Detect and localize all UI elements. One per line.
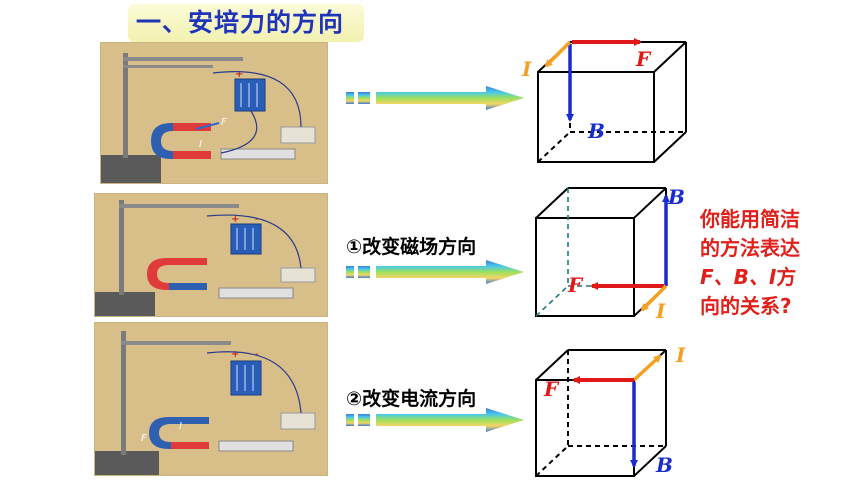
battery-plus-2: +	[231, 214, 239, 225]
question-line-3: F、B、I方	[700, 263, 830, 292]
cube3-label-F: F	[543, 377, 560, 401]
question-line-4: 向的关系?	[700, 294, 792, 318]
caption-change-field: ①改变磁场方向	[346, 236, 477, 258]
question-text: 你能用简洁 的方法表达 F、B、I方 向的关系?	[700, 205, 830, 321]
experiment-photo-2: + -	[94, 193, 328, 317]
photo-current-label-1: I	[199, 139, 202, 150]
photo-force-label-1: F	[221, 117, 227, 128]
cube1-label-F: F	[635, 47, 652, 71]
cube3-current-vector	[632, 354, 662, 382]
question-line-1: 你能用简洁	[700, 207, 800, 231]
cube2-label-F: F	[567, 273, 584, 297]
photo-current-label-3: I	[179, 421, 182, 432]
cube-1	[537, 41, 687, 163]
cube1-label-B: B	[587, 119, 605, 143]
cube3-label-I: I	[675, 343, 686, 367]
transition-arrow-3	[346, 408, 524, 432]
cube2-current-vector	[640, 284, 668, 312]
battery-plus-3: +	[231, 349, 239, 360]
page-title: 一、安培力的方向	[128, 4, 364, 42]
battery-minus-2: -	[255, 214, 259, 225]
caption-change-current: ②改变电流方向	[346, 388, 477, 410]
photo-force-label-3: F	[141, 433, 147, 444]
question-line-2: 的方法表达	[700, 236, 800, 260]
cube1-current-vector	[544, 40, 572, 68]
cube2-label-I: I	[655, 299, 666, 323]
cube2-label-B: B	[667, 185, 685, 209]
question-line-3-tail: 方	[776, 265, 797, 289]
transition-arrow-2	[346, 260, 524, 284]
experiment-photo-1: + - F I	[100, 42, 328, 184]
experiment-photo-3: + - F I	[94, 322, 328, 476]
transition-arrow-1	[346, 86, 524, 110]
cube3-label-B: B	[655, 453, 673, 477]
cube1-label-I: I	[521, 57, 532, 81]
battery-plus-1: +	[235, 69, 243, 80]
cube-3	[535, 349, 667, 477]
question-vars: F、B、I	[700, 265, 777, 289]
battery-minus-3: -	[255, 349, 259, 360]
